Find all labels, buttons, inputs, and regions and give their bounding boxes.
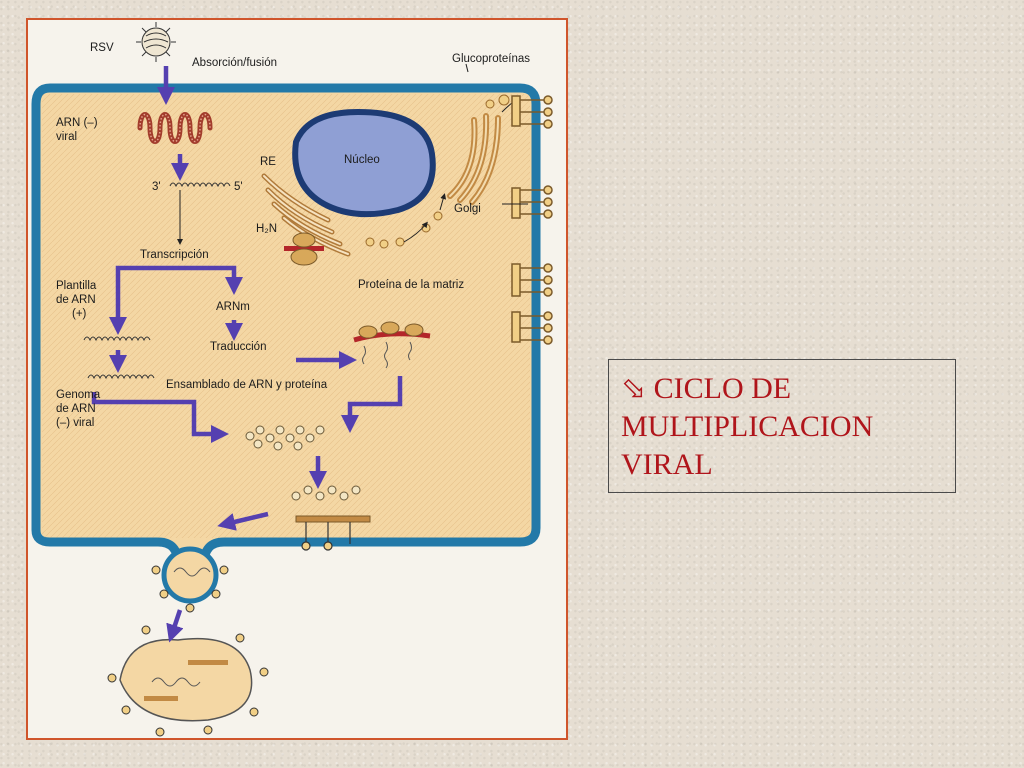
label-five-prime: 5' bbox=[234, 181, 243, 193]
arrow-icon: ⬂ bbox=[621, 372, 647, 405]
label-genoma-3: (–) viral bbox=[56, 417, 94, 429]
polysome bbox=[353, 321, 431, 369]
cell-texture bbox=[42, 94, 530, 538]
label-three-prime: 3' bbox=[152, 181, 161, 193]
label-arn-viral-1: ARN (–) bbox=[56, 117, 98, 129]
label-ensamblado: Ensamblado de ARN y proteína bbox=[166, 379, 328, 391]
label-re: RE bbox=[260, 156, 276, 168]
rna-strand-coils bbox=[83, 182, 231, 380]
label-traduccion: Traducción bbox=[210, 341, 266, 353]
label-nucleo: Núcleo bbox=[344, 154, 380, 166]
rsv-virion bbox=[136, 22, 176, 62]
process-arrows bbox=[91, 66, 403, 643]
label-rsv: RSV bbox=[90, 42, 114, 54]
caption-line-2: MULTIPLICACION bbox=[621, 410, 874, 443]
viral-cycle-figure: RSV Absorción/fusión Glucoproteínas ARN … bbox=[26, 18, 568, 740]
membrane-glycoproteins bbox=[511, 95, 553, 345]
budding-virion bbox=[151, 546, 229, 613]
caption-box: ⬂ CICLO DE MULTIPLICACION VIRAL bbox=[608, 359, 956, 493]
label-transcripcion: Transcripción bbox=[140, 249, 209, 261]
leader-glycoproteins bbox=[465, 63, 469, 73]
caption-line-3: VIRAL bbox=[621, 448, 713, 481]
budding-complex bbox=[291, 485, 371, 551]
label-absorcion: Absorción/fusión bbox=[192, 57, 277, 69]
label-plantilla-2: de ARN bbox=[56, 294, 96, 306]
label-genoma-2: de ARN bbox=[56, 403, 96, 415]
caption-line-1: ⬂ CICLO DE bbox=[621, 370, 945, 408]
label-plantilla-1: Plantilla bbox=[56, 280, 97, 292]
released-virion bbox=[107, 625, 269, 737]
ribosome bbox=[284, 232, 324, 266]
nucleus bbox=[292, 108, 436, 218]
label-h2n: H₂N bbox=[256, 223, 277, 235]
label-arn-viral-2: viral bbox=[56, 131, 77, 143]
label-genoma-1: Genoma bbox=[56, 389, 101, 401]
label-golgi: Golgi bbox=[454, 203, 481, 215]
label-plantilla-3: (+) bbox=[72, 308, 87, 320]
nucleocapsid bbox=[245, 425, 325, 451]
label-arnm: ARNm bbox=[216, 301, 250, 313]
label-glucoproteinas: Glucoproteínas bbox=[452, 53, 530, 65]
viral-cycle-diagram: RSV Absorción/fusión Glucoproteínas ARN … bbox=[31, 22, 553, 737]
label-proteina-matriz: Proteína de la matriz bbox=[358, 279, 464, 291]
caption-text-1: CICLO DE bbox=[653, 372, 792, 405]
